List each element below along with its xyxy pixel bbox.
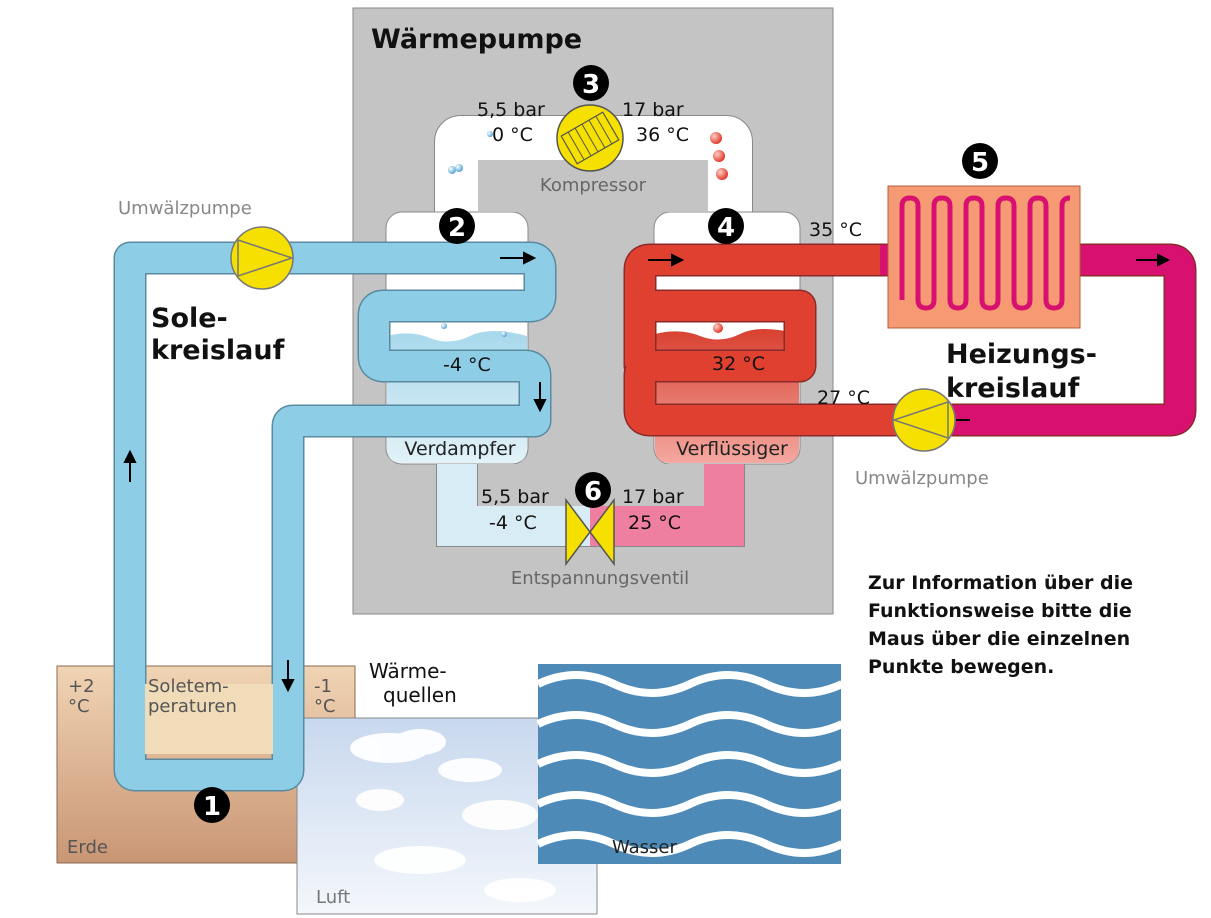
point-6[interactable]: 6 <box>575 472 611 508</box>
point-1-label: 1 <box>203 792 221 822</box>
sole-circuit-line1: Sole- <box>151 303 228 334</box>
compressor-left-pressure: 5,5 bar <box>477 99 545 121</box>
point-2[interactable]: 2 <box>439 208 475 244</box>
heat-pump-title: Wärmepumpe <box>371 24 582 55</box>
point-2-label: 2 <box>448 213 466 243</box>
water-label: Wasser <box>612 837 678 858</box>
point-6-label: 6 <box>584 477 602 507</box>
valve-left-pressure: 5,5 bar <box>481 486 549 508</box>
heating-pump-label: Umwälzpumpe <box>855 468 989 489</box>
sources-line1: Wärme- <box>369 659 447 683</box>
valve-right-pressure: 17 bar <box>622 486 684 508</box>
point-3[interactable]: 3 <box>573 65 609 101</box>
evaporator-label: Verdampfer <box>404 438 515 460</box>
sole-temps-line2: peraturen <box>148 696 237 717</box>
point-5[interactable]: 5 <box>962 143 998 179</box>
heating-pump <box>891 388 956 452</box>
sole-pump <box>230 226 295 290</box>
sole-temps-line1: Soletem- <box>148 676 229 697</box>
water-box <box>536 664 844 864</box>
point-1[interactable]: 1 <box>194 787 230 823</box>
compressor-right-pressure: 17 bar <box>622 99 684 121</box>
ground-left-temp-1: +2 <box>68 676 95 697</box>
heating-circuit-line1: Heizungs- <box>946 339 1097 370</box>
radiator <box>887 185 1081 329</box>
info-line3: Maus über die einzelnen <box>868 628 1130 650</box>
air-label: Luft <box>316 887 350 908</box>
sole-circuit-line2: kreislauf <box>151 335 285 366</box>
ground-label: Erde <box>67 837 108 858</box>
compressor <box>556 104 624 172</box>
condenser-label: Verflüssiger <box>676 438 788 460</box>
evaporator-temp: -4 °C <box>443 354 491 376</box>
heating-supply-temp: 35 °C <box>809 219 862 241</box>
heating-return-temp: 27 °C <box>817 387 870 409</box>
valve-label: Entspannungsventil <box>511 568 689 589</box>
info-line1: Zur Information über die <box>868 572 1133 594</box>
valve-left-temp: -4 °C <box>489 512 537 534</box>
sole-circuit-pipe <box>113 241 557 792</box>
sources-line2: quellen <box>383 683 457 707</box>
ground-right-temp-1: -1 <box>314 676 332 697</box>
heating-circuit-line2: kreislauf <box>946 373 1080 404</box>
info-line4: Punkte bewegen. <box>868 656 1054 678</box>
point-4[interactable]: 4 <box>708 208 744 244</box>
condenser-temp: 32 °C <box>712 353 765 375</box>
vapor-bubbles <box>441 131 728 337</box>
sole-pump-label: Umwälzpumpe <box>118 198 252 219</box>
compressor-label: Kompressor <box>540 175 647 196</box>
valve-right-temp: 25 °C <box>628 512 681 534</box>
ground-right-temp-2: °C <box>314 696 336 717</box>
compressor-left-temp: 0 °C <box>492 124 533 146</box>
point-3-label: 3 <box>582 70 600 100</box>
info-line2: Funktionsweise bitte die <box>868 600 1132 622</box>
ground-left-temp-2: °C <box>68 696 90 717</box>
compressor-right-temp: 36 °C <box>636 124 689 146</box>
point-4-label: 4 <box>717 213 735 243</box>
flow-arrows <box>123 251 1171 693</box>
expansion-valve <box>565 497 615 567</box>
point-5-label: 5 <box>971 148 989 178</box>
